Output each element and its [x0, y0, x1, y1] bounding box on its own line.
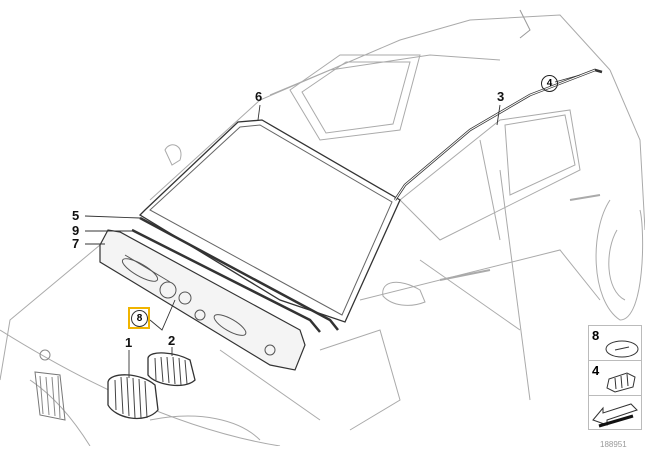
clip-icon	[606, 372, 636, 393]
legend-number: 8	[592, 328, 600, 343]
callout-5: 5	[72, 208, 80, 223]
legend-item-clip: 4	[589, 361, 641, 396]
highlighted-callout-8[interactable]: 8	[128, 307, 150, 329]
legend-item-cap: 8	[589, 326, 641, 361]
image-number: 188951	[600, 440, 627, 449]
callout-6: 6	[255, 89, 263, 104]
callout-8-circled: 8	[131, 310, 148, 327]
callout-9: 9	[72, 223, 80, 238]
callout-7: 7	[72, 236, 80, 251]
legend-item-arrow	[589, 396, 641, 430]
callout-1: 1	[125, 335, 133, 350]
arrow-icon	[592, 403, 638, 428]
callout-2: 2	[168, 333, 176, 348]
legend-number: 4	[592, 363, 600, 378]
callout-3: 3	[497, 89, 505, 104]
parts-legend: 8 4	[588, 325, 642, 430]
cap-icon	[605, 340, 639, 358]
callout-4-circled: 4	[541, 75, 558, 92]
